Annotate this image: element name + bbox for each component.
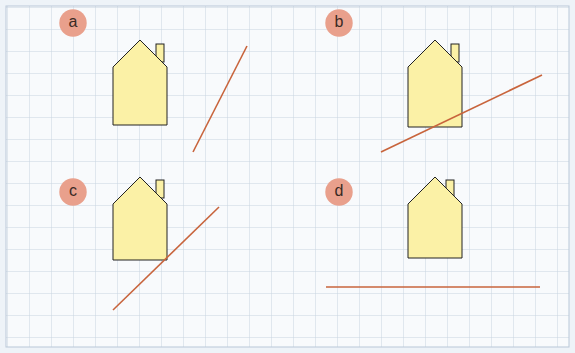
grid-paper	[6, 6, 569, 347]
panel-letter: b	[335, 14, 344, 32]
panel-letter: d	[335, 183, 344, 201]
line	[326, 286, 540, 288]
house	[113, 40, 167, 125]
letter-badge: b	[325, 9, 353, 37]
house	[408, 177, 462, 258]
panel-letter: c	[69, 183, 77, 201]
house	[113, 177, 167, 260]
line	[381, 75, 542, 152]
letter-badge: d	[325, 178, 353, 206]
panel-letter: a	[69, 14, 78, 32]
line	[113, 207, 219, 310]
line	[193, 46, 247, 152]
letter-badge: c	[59, 178, 87, 206]
house	[408, 40, 462, 127]
letter-badge: a	[59, 9, 87, 37]
